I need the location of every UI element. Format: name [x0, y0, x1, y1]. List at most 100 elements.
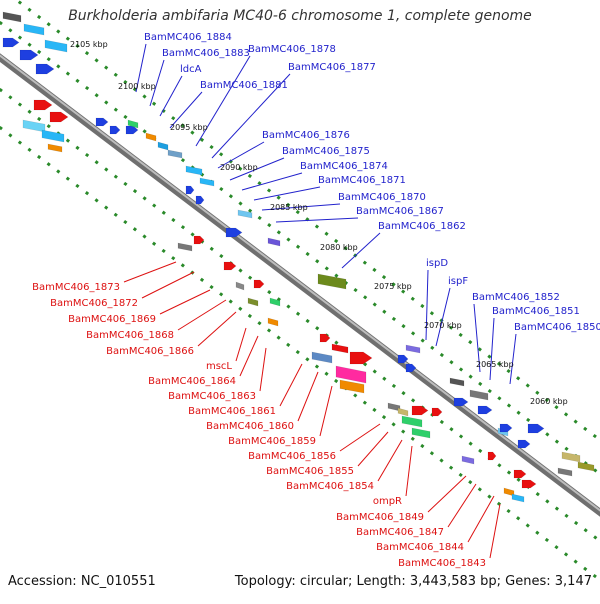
gene-feature-39 [335, 365, 367, 384]
kbp-tick-2: 2100 kbp [118, 82, 156, 91]
reverse-gene-label-3: BamMC406_1869 [68, 314, 156, 325]
forward-gene-label-11: BamMC406_1870 [338, 192, 426, 203]
reverse-leader-10 [297, 371, 319, 422]
gene-feature-46 [453, 397, 469, 407]
reverse-gene-label-17: BamMC406_1847 [356, 527, 444, 538]
forward-leader-14 [425, 269, 429, 341]
reverse-gene-label-12: BamMC406_1856 [248, 451, 336, 462]
gene-feature-36 [311, 351, 333, 364]
kbp-tick-3: 2095 kbp [170, 123, 208, 132]
kbp-tick-9: 2065 kbp [476, 360, 514, 369]
gene-feature-29 [253, 279, 265, 289]
gene-feature-8 [49, 111, 69, 123]
forward-gene-label-15: ispF [448, 276, 468, 287]
forward-leader-6 [211, 73, 291, 159]
reverse-gene-label-5: BamMC406_1866 [106, 346, 194, 357]
reverse-leader-17 [447, 483, 477, 528]
reverse-gene-label-2: BamMC406_1872 [50, 298, 138, 309]
gene-feature-52 [401, 415, 423, 428]
gene-feature-60 [561, 451, 581, 463]
gene-feature-10 [41, 129, 65, 143]
gene-feature-25 [267, 237, 281, 247]
genome-summary: Topology: circular; Length: 3,443,583 bp… [234, 574, 592, 589]
forward-gene-label-2: BamMC406_1883 [162, 48, 250, 59]
forward-gene-label-6: BamMC406_1877 [288, 62, 376, 73]
reverse-gene-label-15: ompR [373, 496, 402, 507]
map-title: Burkholderia ambifaria MC40-6 chromosome… [68, 8, 532, 24]
forward-gene-label-1: BamMC406_1884 [144, 32, 232, 43]
gene-feature-24 [225, 227, 243, 238]
gene-feature-27 [193, 235, 205, 245]
gene-feature-34 [267, 317, 279, 327]
reverse-leader-18 [467, 495, 495, 543]
chromosome-backbone [0, 53, 600, 517]
reverse-leader-12 [339, 423, 381, 452]
forward-gene-label-5: BamMC406_1878 [248, 44, 336, 55]
gene-feature-1 [2, 11, 22, 23]
gene-feature-18 [167, 149, 183, 159]
reverse-leader-1 [123, 261, 177, 283]
reverse-leader-15 [405, 445, 413, 497]
reverse-leader-4 [177, 299, 227, 331]
gene-feature-4 [2, 37, 20, 48]
forward-gene-label-4: BamMC406_1881 [200, 80, 288, 91]
reverse-gene-label-11: BamMC406_1859 [228, 436, 316, 447]
gene-feature-19 [185, 165, 203, 176]
gene-feature-3 [44, 39, 68, 53]
gene-feature-53 [411, 427, 431, 439]
reverse-gene-label-16: BamMC406_1849 [336, 512, 424, 523]
reverse-gene-label-18: BamMC406_1844 [376, 542, 464, 553]
reverse-leader-3 [159, 289, 211, 315]
forward-leader-17 [489, 317, 495, 381]
accession-label: Accession: NC_010551 [8, 574, 156, 589]
gene-feature-50 [411, 405, 429, 416]
reverse-leader-5 [197, 311, 237, 347]
forward-leader-1 [135, 43, 147, 93]
forward-gene-label-18: BamMC406_1850 [514, 322, 600, 333]
gene-feature-11 [47, 143, 63, 153]
reverse-gene-label-13: BamMC406_1855 [266, 466, 354, 477]
gene-feature-15 [127, 119, 139, 129]
forward-leader-12 [275, 217, 359, 223]
tick-dot-row-3 [14, 0, 600, 442]
reverse-gene-label-19: BamMC406_1843 [398, 558, 486, 569]
forward-leader-11 [261, 203, 341, 211]
reverse-leader-8 [259, 347, 267, 392]
kbp-tick-7: 2075 kbp [374, 282, 412, 291]
gene-feature-30 [235, 281, 245, 291]
gene-feature-35 [319, 333, 331, 343]
gene-feature-20 [199, 177, 215, 187]
reverse-leader-14 [377, 439, 403, 482]
gene-features-layer [2, 11, 595, 503]
forward-leader-2 [149, 59, 165, 107]
reverse-gene-label-4: BamMC406_1868 [86, 330, 174, 341]
gene-feature-7 [33, 99, 53, 111]
gene-feature-58 [461, 455, 475, 465]
tick-dot-row-4 [0, 125, 600, 582]
gene-feature-12 [95, 117, 109, 127]
gene-feature-47 [477, 405, 493, 415]
reverse-leader-13 [357, 431, 389, 467]
gene-feature-23 [237, 209, 253, 219]
gene-feature-37 [331, 343, 349, 354]
kbp-tick-10: 2060 kbp [530, 397, 568, 406]
gene-feature-56 [527, 423, 545, 434]
gene-feature-43 [405, 363, 417, 373]
reverse-leader-2 [141, 271, 195, 299]
gene-feature-26 [177, 242, 193, 252]
gene-feature-63 [513, 469, 527, 479]
reverse-leader-9 [279, 363, 303, 407]
gene-feature-31 [317, 273, 347, 290]
forward-gene-label-9: BamMC406_1874 [300, 161, 388, 172]
forward-leader-13 [341, 232, 381, 269]
forward-leader-8 [229, 157, 285, 181]
kbp-tick-8: 2070 kbp [424, 321, 462, 330]
reverse-leader-11 [319, 385, 333, 437]
gene-feature-64 [521, 479, 537, 489]
kbp-tick-4: 2090 kbp [220, 163, 258, 172]
gene-feature-5 [19, 49, 39, 61]
reverse-leader-7 [239, 335, 259, 377]
gene-feature-28 [223, 261, 237, 271]
